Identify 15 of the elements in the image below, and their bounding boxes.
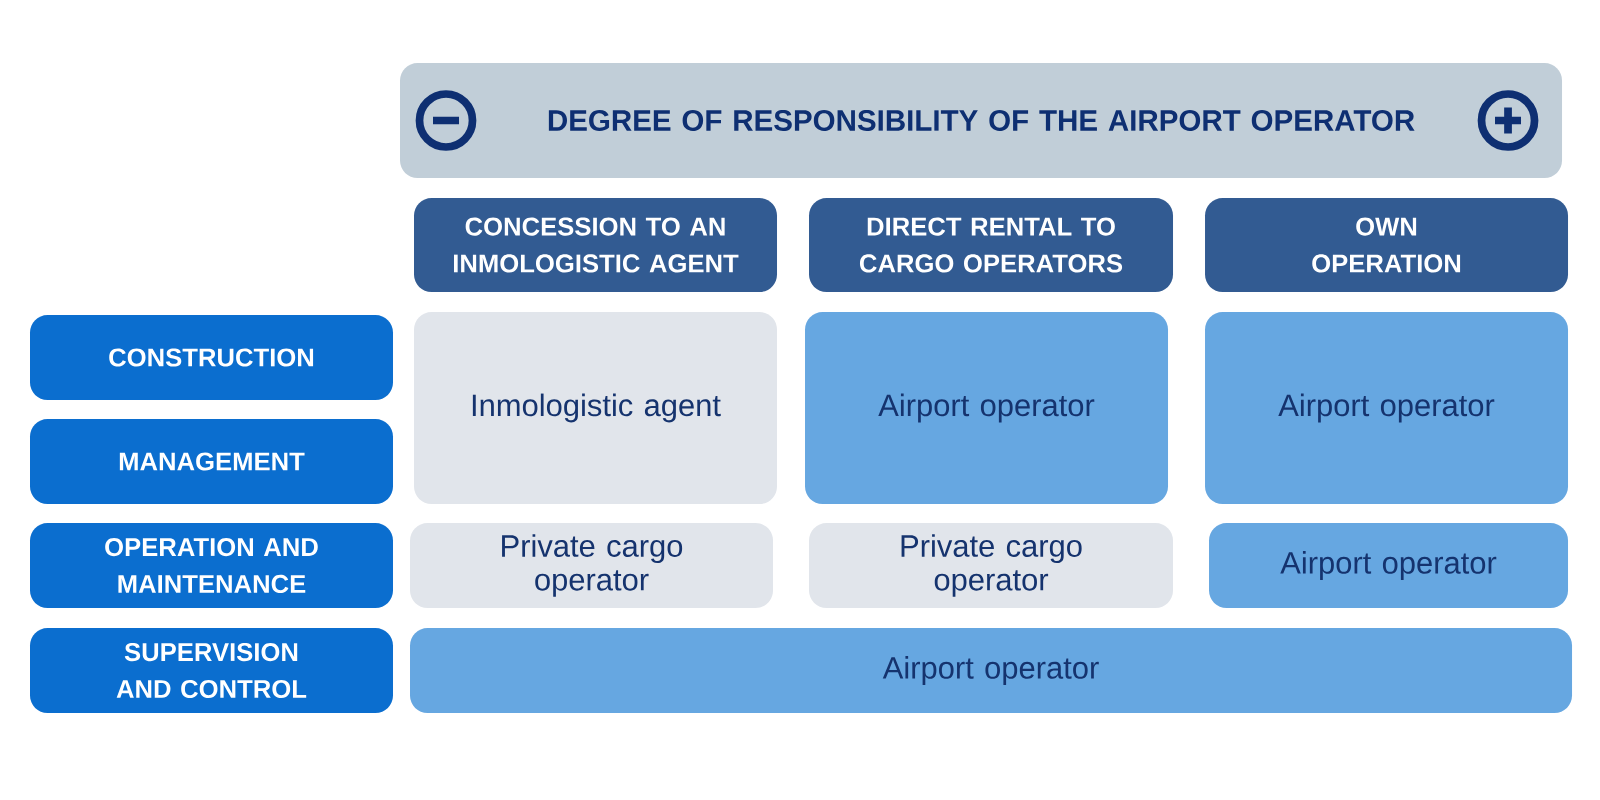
table-cell: Private cargo operator [410,523,773,608]
table-cell: Inmologistic agent [414,312,777,504]
column-header: CONCESSION TO AN INMOLOGISTIC AGENT [414,198,777,292]
table-cell: Private cargo operator [809,523,1173,608]
column-header: DIRECT RENTAL TO CARGO OPERATORS [809,198,1173,292]
column-header: OWN OPERATION [1205,198,1569,292]
row-header: SUPERVISION AND CONTROL [30,628,393,713]
table-cell: Airport operator [1209,523,1569,608]
header-band: DEGREE OF RESPONSIBILITY OF THE AIRPORT OPERATOR [400,63,1563,178]
row-header: MANAGEMENT [30,419,393,504]
row-header: OPERATION AND MAINTENANCE [30,523,393,608]
table-cell: Airport operator [410,628,1573,713]
row-header: CONSTRUCTION [30,315,393,400]
table-cell: Airport operator [805,312,1168,504]
table-cell: Airport operator [1205,312,1569,504]
